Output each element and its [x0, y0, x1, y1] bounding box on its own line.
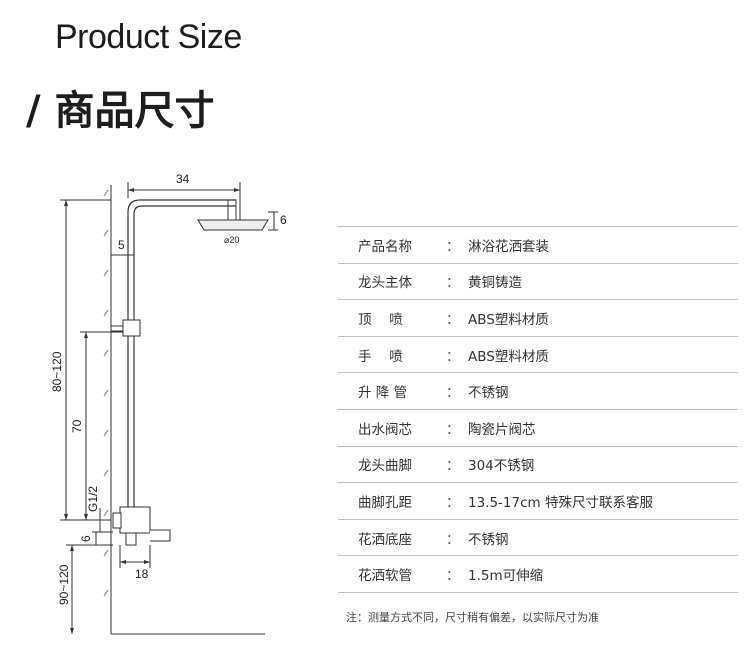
spout — [150, 529, 171, 542]
spec-key: 花洒底座 — [338, 519, 446, 557]
spec-key: 花洒软管 — [338, 555, 446, 593]
spec-separator: ： — [446, 555, 460, 593]
spec-key: 产品名称 — [338, 226, 446, 264]
spec-key: 出水阀芯 — [338, 409, 446, 447]
spec-row: 产品名称：淋浴花洒套装 — [338, 226, 738, 264]
spec-key: 曲脚孔距 — [338, 482, 446, 520]
spec-separator: ： — [446, 409, 460, 447]
spec-key: 龙头主体 — [338, 263, 446, 301]
spec-value: 不锈钢 — [460, 519, 738, 557]
spec-row: 花洒软管：1.5m可伸缩 — [338, 555, 738, 593]
spec-value: 黄铜铸造 — [460, 263, 738, 301]
spec-row: 顶 喷：ABS塑料材质 — [338, 299, 738, 337]
dim-thread: G1/2 — [86, 486, 100, 512]
spec-row: 出水阀芯：陶瓷片阀芯 — [338, 409, 738, 447]
spec-row: 龙头曲脚：304不锈钢 — [338, 446, 738, 484]
spec-value: 1.5m可伸缩 — [460, 555, 738, 593]
spec-separator: ： — [446, 372, 460, 410]
spec-separator: ： — [446, 336, 460, 374]
spec-row: 龙头主体：黄铜铸造 — [338, 263, 738, 301]
shower-head — [197, 219, 269, 231]
page-title-english: Product Size — [55, 18, 242, 56]
measurement-note: 注：测量方式不同，尺寸稍有偏差，以实际尺寸为准 — [346, 611, 599, 624]
dim-arm-width: 34 — [176, 172, 190, 186]
spec-value: 13.5-17cm 特殊尺寸联系客服 — [460, 482, 738, 520]
dim-wall-gap: 5 — [118, 238, 125, 252]
riser-pipe — [127, 199, 236, 520]
spec-table: 产品名称：淋浴花洒套装龙头主体：黄铜铸造顶 喷：ABS塑料材质手 喷：ABS塑料… — [338, 226, 738, 593]
spec-row: 升 降 管：不锈钢 — [338, 372, 738, 410]
spec-separator: ： — [446, 226, 460, 264]
spec-value: 不锈钢 — [460, 372, 738, 410]
spec-key: 升 降 管 — [338, 372, 446, 410]
shower-dimension-diagram: 34 6 ⌀20 5 80~120 70 G1/2 6 18 90~120 — [50, 172, 287, 635]
spec-key: 龙头曲脚 — [338, 446, 446, 484]
spec-separator: ： — [446, 519, 460, 557]
spec-row: 手 喷：ABS塑料材质 — [338, 336, 738, 374]
spec-separator: ： — [446, 446, 460, 484]
spec-separator: ： — [446, 263, 460, 301]
spec-value: ABS塑料材质 — [460, 336, 738, 374]
mixer-valve — [119, 506, 151, 534]
spec-key: 手 喷 — [338, 336, 446, 374]
spec-value: 304不锈钢 — [460, 446, 738, 484]
dim-total-height: 80~120 — [50, 351, 64, 392]
wall-hatch — [103, 189, 109, 597]
spec-separator: ： — [446, 299, 460, 337]
spec-key: 顶 喷 — [338, 299, 446, 337]
shower-head-connector — [227, 199, 237, 221]
slide-bracket — [122, 319, 141, 337]
spec-row: 花洒底座：不锈钢 — [338, 519, 738, 557]
spec-separator: ： — [446, 482, 460, 520]
dim-valve-offset: 6 — [79, 535, 93, 542]
dim-head-diameter: ⌀20 — [224, 235, 239, 245]
spec-row: 曲脚孔距：13.5-17cm 特殊尺寸联系客服 — [338, 482, 738, 520]
spec-value: 陶瓷片阀芯 — [460, 409, 738, 447]
dim-riser-height: 70 — [70, 419, 84, 433]
dim-valve-width: 18 — [135, 567, 149, 581]
page-title-chinese: / 商品尺寸 — [26, 88, 215, 134]
dim-head-thickness: 6 — [280, 213, 287, 227]
spec-value: ABS塑料材质 — [460, 299, 738, 337]
spec-value: 淋浴花洒套装 — [460, 226, 738, 264]
dim-install-height: 90~120 — [57, 564, 71, 605]
